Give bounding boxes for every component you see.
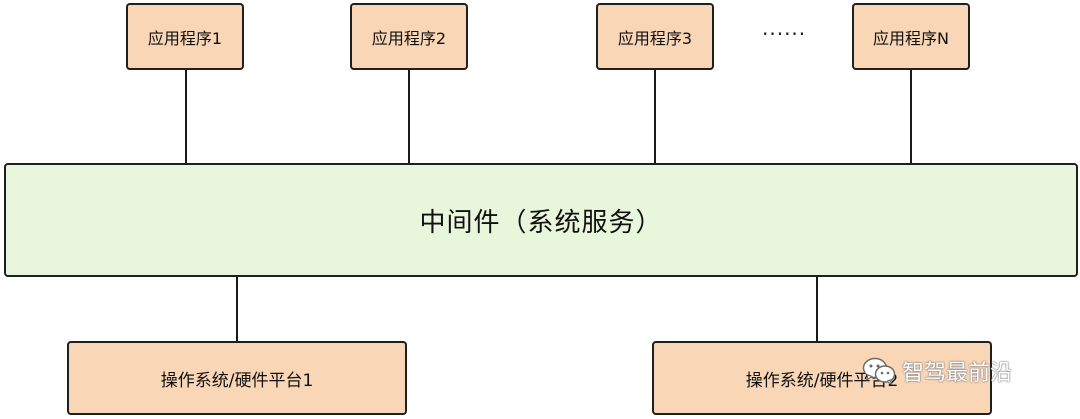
middleware-label: 中间件（系统服务） <box>419 207 663 238</box>
app-box-3: 应用程序3 <box>596 3 714 70</box>
watermark-text: 智驾最前沿 <box>902 361 1013 386</box>
connector-platform1 <box>236 276 238 342</box>
middleware-box: 中间件（系统服务） <box>4 163 1078 277</box>
app-label-n: 应用程序N <box>873 28 949 48</box>
app-box-2: 应用程序2 <box>350 3 468 70</box>
watermark: 智驾最前沿 <box>862 355 1012 387</box>
platform-box-2: 操作系统/硬件平台2 <box>652 341 992 415</box>
connector-app3 <box>654 69 656 164</box>
wechat-icon <box>862 357 896 386</box>
app-box-n: 应用程序N <box>852 3 970 70</box>
platform-box-1: 操作系统/硬件平台1 <box>67 341 407 415</box>
connector-appN <box>910 69 912 164</box>
app-box-1: 应用程序1 <box>126 3 244 70</box>
ellipsis-more-apps: ······ <box>762 22 807 46</box>
connector-app2 <box>408 69 410 164</box>
platform-label-1: 操作系统/硬件平台1 <box>160 370 314 391</box>
connector-app1 <box>185 69 187 164</box>
connector-platform2 <box>816 276 818 342</box>
platform-label-2: 操作系统/硬件平台2 <box>745 370 899 391</box>
app-label-2: 应用程序2 <box>371 28 447 48</box>
app-label-3: 应用程序3 <box>617 28 693 48</box>
app-label-1: 应用程序1 <box>147 28 223 48</box>
